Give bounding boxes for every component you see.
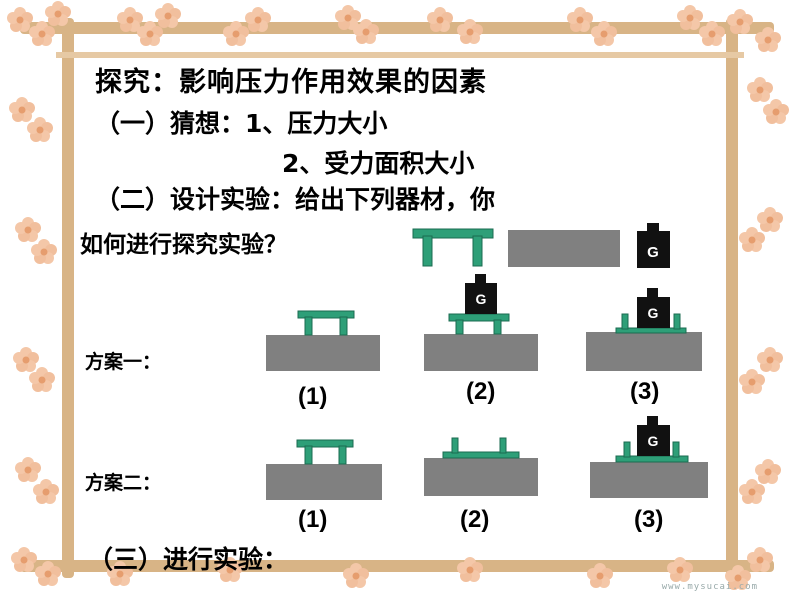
hypothesis-line-1: （一）猜想：1、压力大小: [95, 109, 388, 138]
step3-line: （三）进行实验：: [88, 545, 289, 574]
plan1-label: 方案一：: [85, 351, 162, 373]
watermark: www.mysucai.com: [661, 582, 758, 592]
weight-label: G: [648, 433, 659, 449]
material-table-icon: [412, 228, 494, 267]
plan1-number-2: (2): [466, 378, 496, 405]
plan2-setup-2: [424, 437, 538, 496]
weight-label: G: [647, 244, 659, 261]
hypothesis-line-2: 2、受力面积大小: [282, 149, 475, 178]
weight-label: G: [648, 305, 659, 321]
plan1-setup-3: G: [586, 288, 702, 371]
plan1-setup-1: [266, 310, 380, 371]
design-line-1: （二）设计实验：给出下列器材，你: [95, 185, 496, 214]
plan2-number-1: (1): [298, 506, 328, 533]
plan1-number-3: (3): [630, 378, 660, 405]
plan2-number-2: (2): [460, 506, 490, 533]
plan2-setup-3: G: [590, 416, 708, 498]
plan2-setup-1: [266, 439, 382, 500]
weight-label: G: [476, 291, 487, 307]
material-weight-icon: G: [637, 223, 670, 268]
material-sponge-block: [508, 230, 620, 267]
plan1-setup-2: G: [424, 274, 538, 371]
plan1-number-1: (1): [298, 383, 328, 410]
plan2-label: 方案二：: [85, 472, 162, 494]
plan2-number-3: (3): [634, 506, 664, 533]
design-line-2: 如何进行探究实验？: [80, 232, 287, 258]
page-title: 探究：影响压力作用效果的因素: [95, 67, 487, 98]
